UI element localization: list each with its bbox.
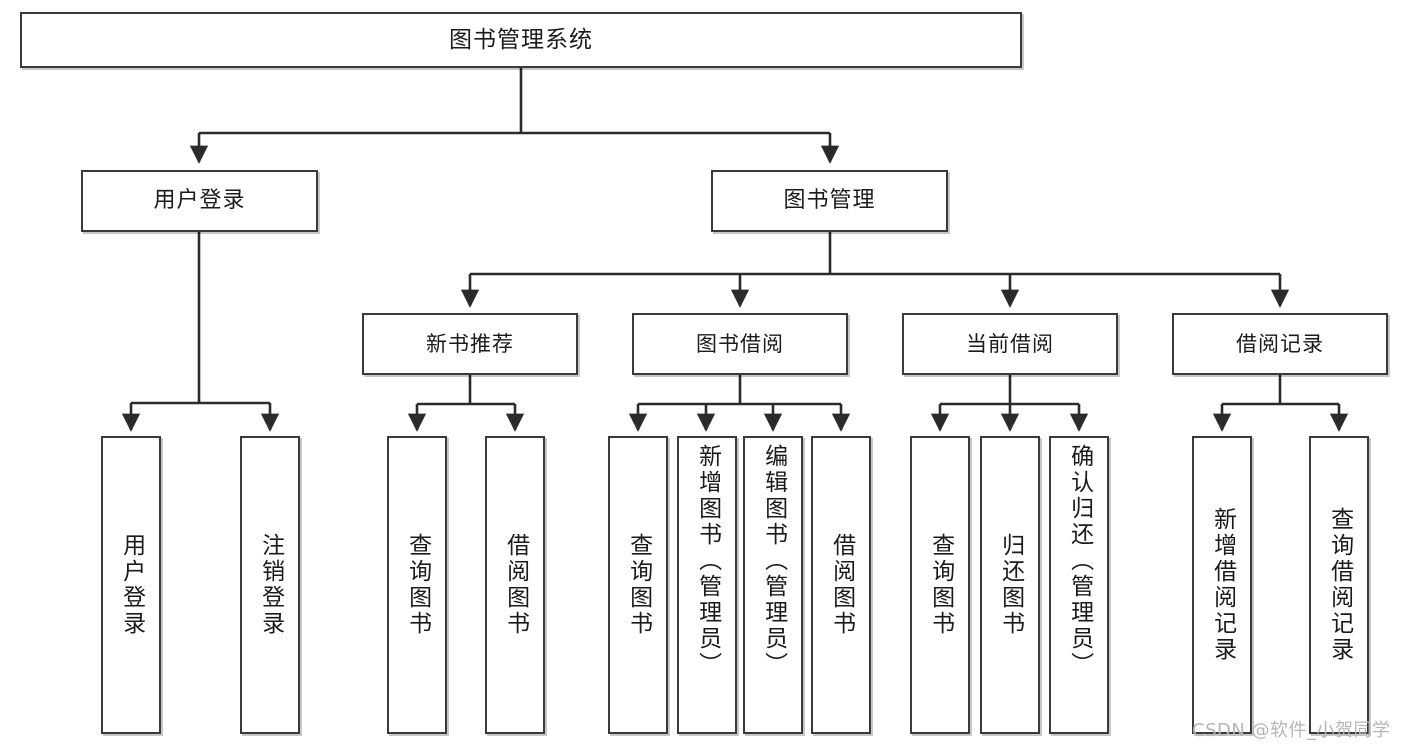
node-label: 用户登录 bbox=[118, 533, 145, 637]
node-label: 确认归还（管理员） bbox=[1066, 444, 1093, 678]
csdn-watermark: CSDN @软件_小贺同学 bbox=[1192, 720, 1391, 741]
node-label: 新书推荐 bbox=[426, 331, 514, 356]
node-root-book-management-system[interactable]: 图书管理系统 bbox=[20, 12, 1022, 68]
node-label: 编辑图书（管理员） bbox=[760, 444, 787, 678]
node-label: 图书借阅 bbox=[696, 331, 784, 356]
node-label: 查询图书 bbox=[404, 533, 431, 637]
node-label: 查询图书 bbox=[625, 533, 652, 637]
leaf-new-book-query-book[interactable]: 查询图书 bbox=[387, 436, 447, 734]
node-new-book-recommend[interactable]: 新书推荐 bbox=[362, 313, 578, 375]
leaf-current-borrow-confirm-return-admin[interactable]: 确认归还（管理员） bbox=[1049, 436, 1109, 734]
node-user-login[interactable]: 用户登录 bbox=[81, 170, 318, 232]
node-borrow-records[interactable]: 借阅记录 bbox=[1172, 313, 1388, 375]
node-label: 用户登录 bbox=[153, 188, 246, 214]
leaf-new-book-borrow-book[interactable]: 借阅图书 bbox=[485, 436, 545, 734]
leaf-borrow-records-query-record[interactable]: 查询借阅记录 bbox=[1309, 436, 1369, 734]
node-label: 图书管理 bbox=[783, 188, 876, 214]
node-label: 注销登录 bbox=[257, 533, 284, 637]
leaf-current-borrow-query-book[interactable]: 查询图书 bbox=[910, 436, 970, 734]
node-label: 借阅图书 bbox=[502, 533, 529, 637]
node-book-management[interactable]: 图书管理 bbox=[711, 170, 948, 232]
node-label: 借阅记录 bbox=[1236, 331, 1324, 356]
leaf-current-borrow-return-book[interactable]: 归还图书 bbox=[980, 436, 1040, 734]
node-label: 借阅图书 bbox=[828, 533, 855, 637]
node-label: 新增图书（管理员） bbox=[694, 444, 721, 678]
node-label: 当前借阅 bbox=[966, 331, 1054, 356]
node-current-borrow[interactable]: 当前借阅 bbox=[902, 313, 1118, 375]
node-label: 查询图书 bbox=[927, 533, 954, 637]
node-label: 归还图书 bbox=[997, 533, 1024, 637]
node-label: 查询借阅记录 bbox=[1326, 507, 1353, 663]
leaf-user-login-logout[interactable]: 注销登录 bbox=[240, 436, 300, 734]
leaf-borrow-records-add-record[interactable]: 新增借阅记录 bbox=[1192, 436, 1252, 734]
node-label: 新增借阅记录 bbox=[1209, 507, 1236, 663]
leaf-book-borrow-query-book[interactable]: 查询图书 bbox=[608, 436, 668, 734]
leaf-book-borrow-add-book-admin[interactable]: 新增图书（管理员） bbox=[677, 436, 737, 734]
node-label: 图书管理系统 bbox=[449, 26, 593, 53]
leaf-user-login-login[interactable]: 用户登录 bbox=[101, 436, 161, 734]
leaf-book-borrow-borrow-book[interactable]: 借阅图书 bbox=[811, 436, 871, 734]
leaf-book-borrow-edit-book-admin[interactable]: 编辑图书（管理员） bbox=[743, 436, 803, 734]
node-book-borrow[interactable]: 图书借阅 bbox=[632, 313, 848, 375]
